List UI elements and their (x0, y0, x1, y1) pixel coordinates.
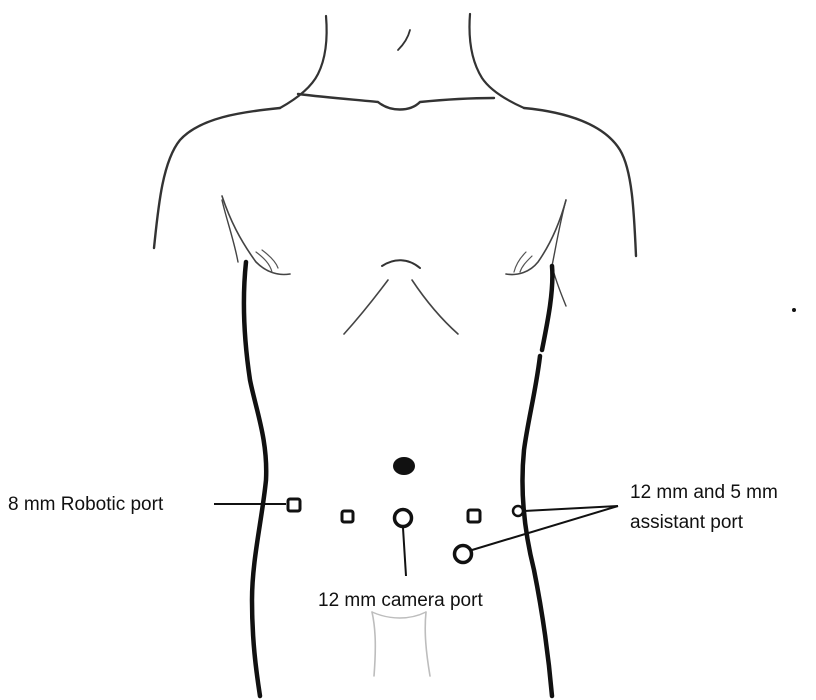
assistant-port-5mm-marker (513, 506, 523, 516)
right-rib-line (412, 280, 458, 334)
clavicle-line (298, 94, 494, 110)
right-arm-inner-line (552, 200, 566, 306)
sternum-mark (382, 260, 420, 268)
assistant-port-leader-line-lower (472, 506, 618, 550)
left-torso-outline (244, 262, 266, 696)
robotic-port-center-left-marker (342, 511, 353, 522)
throat-mark (398, 30, 410, 50)
right-shoulder-line (524, 108, 636, 256)
stray-dot (792, 308, 796, 312)
camera-port-leader-line (403, 528, 406, 576)
groin-left-line (372, 612, 375, 676)
left-rib-line (344, 280, 388, 334)
left-nipple-mark (256, 250, 278, 272)
robotic-port-label: 8 mm Robotic port (8, 494, 164, 515)
umbilicus-marker (393, 457, 415, 475)
assistant-port-label-line1: 12 mm and 5 mm (630, 482, 778, 503)
robotic-port-right-marker (468, 510, 480, 522)
assistant-port-label-line2: assistant port (630, 512, 744, 533)
camera-port-label: 12 mm camera port (318, 590, 483, 611)
right-torso-outline (522, 266, 552, 696)
neck-right-line (470, 14, 525, 108)
groin-top-line (372, 612, 426, 618)
left-arm-inner-line (222, 200, 238, 262)
robotic-port-left-marker (288, 499, 300, 511)
camera-port-marker (395, 510, 412, 527)
left-shoulder-line (154, 108, 280, 248)
groin-right-line (425, 612, 430, 676)
assistant-port-12mm-marker (455, 546, 472, 563)
